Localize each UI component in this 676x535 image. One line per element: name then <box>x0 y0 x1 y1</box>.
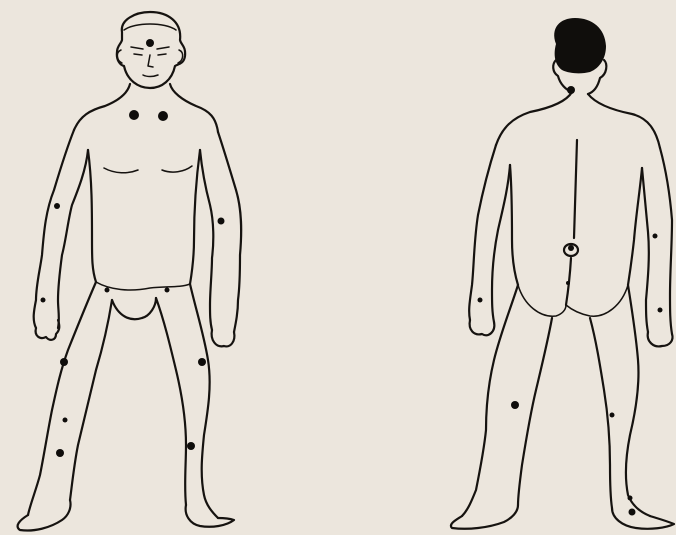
acupoint-dot <box>60 358 68 366</box>
acupoint-dot <box>63 418 68 423</box>
acupoint-dot <box>511 401 519 409</box>
back-hand-left <box>470 320 495 335</box>
acupoint-dot <box>568 245 574 251</box>
back-buttock-right <box>566 285 628 316</box>
front-arm-right-outer <box>218 132 241 332</box>
acupoint-dot <box>653 234 658 239</box>
front-nose <box>148 55 153 67</box>
back-figure <box>451 18 674 529</box>
back-arm-left-inner <box>492 165 510 322</box>
back-spine <box>574 140 577 238</box>
front-acupoints <box>41 39 225 457</box>
front-abdomen <box>96 282 190 290</box>
front-torso-right <box>190 150 200 284</box>
acupoint-dot <box>628 496 633 501</box>
front-foot-left <box>18 500 71 531</box>
acupoint-dot <box>658 308 663 313</box>
back-arm-right-inner <box>642 168 649 332</box>
back-foot-right <box>612 508 674 529</box>
front-arm-left-inner <box>58 150 88 328</box>
front-leg-left-outer <box>28 282 96 515</box>
back-arm-right-outer <box>660 148 672 334</box>
front-leg-right-outer <box>190 284 218 518</box>
acupoint-dot <box>105 288 110 293</box>
front-chest-left <box>104 168 138 173</box>
acupoint-dot <box>54 203 60 209</box>
back-acupoints <box>478 86 663 516</box>
acupoint-dot <box>165 288 170 293</box>
front-hand-left <box>36 320 60 340</box>
back-torso-left <box>510 165 518 285</box>
acupoint-dot <box>566 281 570 285</box>
acupoint-dot <box>567 86 575 94</box>
front-arm-right-inner <box>200 150 213 330</box>
back-torso-right <box>628 168 642 285</box>
back-leg-right-inner <box>590 318 612 508</box>
front-figure <box>18 12 242 531</box>
front-brows <box>131 47 169 49</box>
back-hair <box>554 18 606 73</box>
acupoint-dot <box>610 413 615 418</box>
acupoint-dot <box>187 442 195 450</box>
back-shoulder-left <box>496 92 572 145</box>
back-leg-left-inner <box>518 318 552 505</box>
acupoint-dot <box>218 218 225 225</box>
front-hand-right <box>212 330 235 346</box>
front-hairline <box>124 24 176 30</box>
acupoint-dot <box>56 449 64 457</box>
back-hand-right <box>648 332 673 346</box>
front-neck-right <box>170 84 218 132</box>
front-torso-left <box>88 150 96 282</box>
acupoint-dot <box>629 509 636 516</box>
acupoint-dot <box>198 358 206 366</box>
acupoint-dot <box>478 298 483 303</box>
front-groin <box>112 298 156 319</box>
back-buttock-left <box>518 285 566 316</box>
acupoint-dot <box>41 298 46 303</box>
front-neck-left <box>74 84 130 130</box>
acupoint-dot <box>129 110 139 120</box>
front-mouth <box>143 75 158 77</box>
front-leg-right-inner <box>156 298 186 505</box>
front-chest-right <box>162 166 192 172</box>
back-foot-left <box>451 505 518 529</box>
acupoint-dot <box>158 111 168 121</box>
back-shoulder-right <box>588 94 660 148</box>
acupoint-dot <box>146 39 154 47</box>
